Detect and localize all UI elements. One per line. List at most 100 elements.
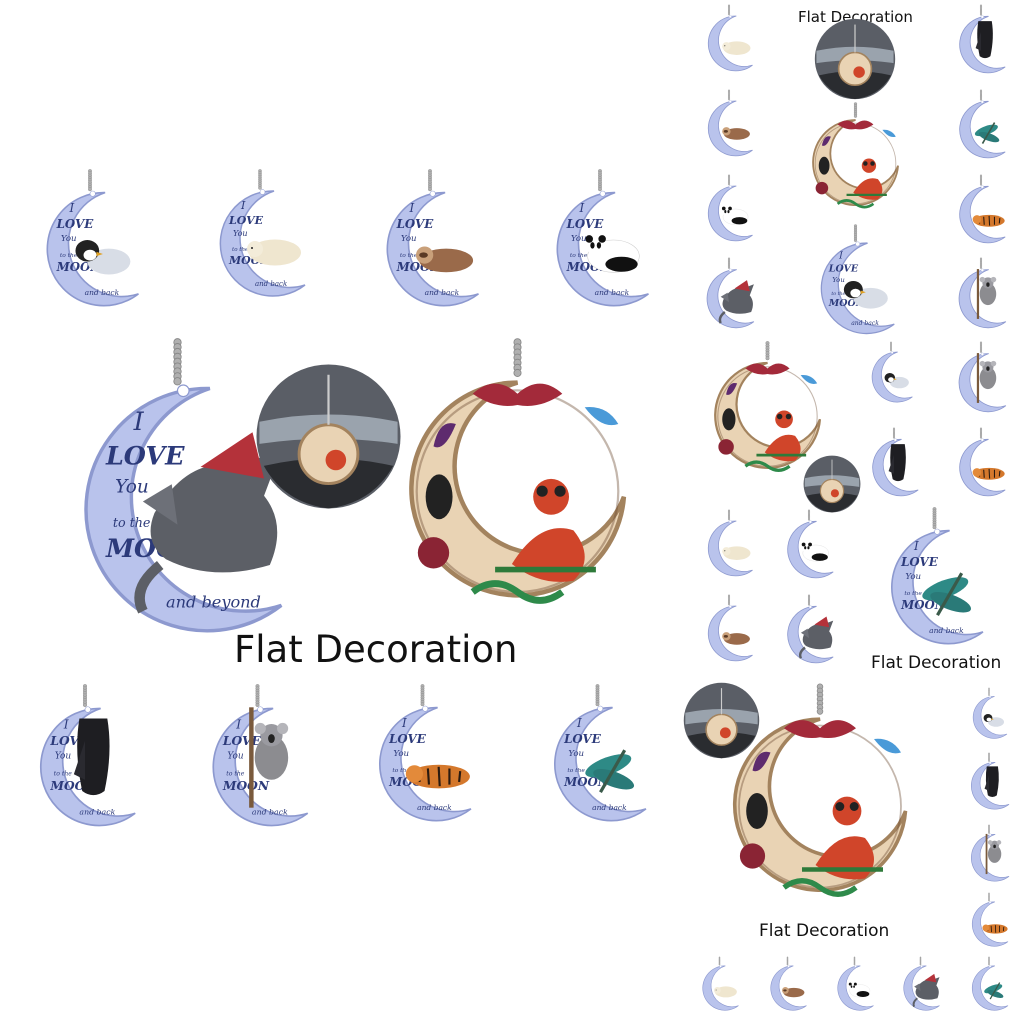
svg-text:MOON: MOON xyxy=(828,298,865,309)
svg-text:LOVE: LOVE xyxy=(566,217,605,231)
svg-text:to the: to the xyxy=(226,770,245,777)
svg-text:LOVE: LOVE xyxy=(828,264,859,275)
thumb-moon xyxy=(965,892,1013,948)
svg-text:I: I xyxy=(235,718,242,732)
thumb-moon xyxy=(950,257,1012,330)
svg-text:LOVE: LOVE xyxy=(56,217,95,231)
svg-text:LOVE: LOVE xyxy=(900,555,939,569)
thumb-moon xyxy=(965,687,1013,740)
thumb-moon xyxy=(950,89,1012,160)
svg-text:and back: and back xyxy=(929,626,964,635)
svg-text:to the: to the xyxy=(570,253,588,259)
thumb-moon xyxy=(865,341,917,404)
svg-text:You: You xyxy=(571,234,587,244)
svg-text:and back: and back xyxy=(851,320,879,327)
svg-text:I: I xyxy=(69,201,75,215)
svg-text:to the: to the xyxy=(400,253,418,259)
frog-moon-ornament xyxy=(405,338,630,620)
svg-text:I: I xyxy=(63,718,70,732)
svg-text:You: You xyxy=(227,752,243,762)
thumb-moon xyxy=(700,89,758,158)
car-mirror-photo-icon xyxy=(255,363,402,510)
svg-text:and back: and back xyxy=(85,288,120,297)
car-mirror-photo-icon xyxy=(683,682,760,759)
svg-text:LOVE: LOVE xyxy=(228,214,264,227)
svg-text:You: You xyxy=(401,234,417,244)
svg-text:You: You xyxy=(115,476,149,497)
middle-right-caption: Flat Decoration xyxy=(871,653,1002,673)
svg-text:MOON: MOON xyxy=(222,778,270,793)
thumb-frog-moon xyxy=(808,102,903,215)
svg-text:LOVE: LOVE xyxy=(563,732,602,746)
svg-text:You: You xyxy=(393,749,409,759)
car-mirror-photo-icon xyxy=(805,18,905,100)
svg-text:I: I xyxy=(579,201,585,215)
svg-text:to the: to the xyxy=(232,247,249,253)
thumb-frog-moon xyxy=(710,341,825,480)
thumb-moon xyxy=(700,174,758,243)
svg-text:I: I xyxy=(913,539,919,553)
thumb-moon xyxy=(780,509,838,580)
svg-text:LOVE: LOVE xyxy=(396,217,435,231)
svg-text:I: I xyxy=(133,406,145,436)
svg-text:and back: and back xyxy=(252,807,288,816)
svg-text:You: You xyxy=(568,749,584,759)
svg-text:I: I xyxy=(838,251,843,262)
svg-text:and beyond: and beyond xyxy=(166,593,261,612)
thumb-moon xyxy=(965,752,1013,811)
svg-text:to the: to the xyxy=(60,253,78,259)
thumb-moon xyxy=(765,956,810,1012)
svg-text:and back: and back xyxy=(595,288,630,297)
thumb-moon xyxy=(700,257,758,330)
thumb-moon xyxy=(700,4,758,73)
svg-text:You: You xyxy=(233,229,248,238)
svg-text:I: I xyxy=(576,716,582,730)
thumb-moon xyxy=(965,824,1013,883)
svg-text:and back: and back xyxy=(417,803,452,812)
thumb-moon xyxy=(780,594,838,665)
svg-text:to the: to the xyxy=(113,515,151,530)
svg-text:LOVE: LOVE xyxy=(388,732,427,746)
thumb-moon xyxy=(950,174,1012,245)
svg-text:to the: to the xyxy=(392,768,410,774)
svg-text:I: I xyxy=(240,199,246,212)
svg-text:to the: to the xyxy=(567,768,585,774)
svg-text:to the: to the xyxy=(904,591,922,597)
thumb-moon xyxy=(697,956,742,1012)
svg-text:and back: and back xyxy=(425,288,460,297)
svg-text:to the: to the xyxy=(54,770,73,777)
thumb-moon xyxy=(865,427,923,498)
thumb-moon xyxy=(950,4,1012,75)
svg-text:and back: and back xyxy=(592,803,627,812)
thumb-moon xyxy=(950,427,1012,498)
thumb-moon xyxy=(898,956,943,1012)
svg-text:I: I xyxy=(409,201,415,215)
svg-text:You: You xyxy=(61,234,77,244)
svg-text:and back: and back xyxy=(255,280,287,288)
svg-text:You: You xyxy=(832,276,845,284)
svg-text:I: I xyxy=(401,716,407,730)
svg-text:and back: and back xyxy=(79,807,115,816)
svg-text:You: You xyxy=(905,572,921,582)
thumb-moon xyxy=(700,509,758,578)
thumb-moon xyxy=(700,594,758,663)
bottom-right-caption: Flat Decoration xyxy=(759,921,890,941)
thumb-moon xyxy=(950,341,1012,414)
svg-text:LOVE: LOVE xyxy=(222,733,262,748)
thumb-moon xyxy=(832,956,877,1012)
thumb-moon xyxy=(965,956,1013,1012)
car-mirror-photo-icon xyxy=(803,455,861,513)
main-caption: Flat Decoration xyxy=(234,628,518,671)
svg-text:LOVE: LOVE xyxy=(105,441,185,471)
svg-text:You: You xyxy=(55,752,71,762)
